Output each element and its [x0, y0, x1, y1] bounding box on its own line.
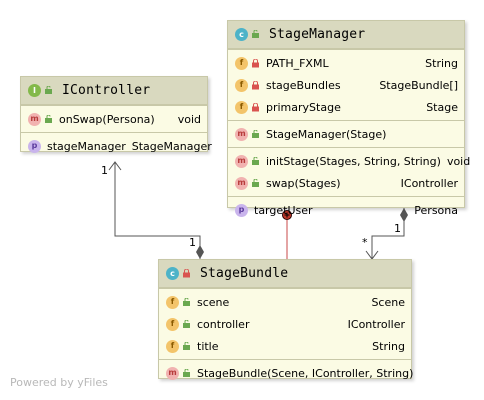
- property-icon: p: [235, 203, 248, 217]
- properties-section: p targetUser Persona: [228, 196, 464, 223]
- member-type: void: [446, 154, 471, 168]
- class-icon: c: [166, 267, 179, 280]
- method-icon: m: [235, 127, 248, 141]
- class-icon: c: [235, 28, 248, 41]
- node-header: c StageBundle: [159, 260, 411, 288]
- field-icon: f: [166, 295, 179, 309]
- member-name: scene: [197, 295, 230, 309]
- constructors-section: m StageManager(Stage): [228, 120, 464, 147]
- private-visibility-icon: [251, 80, 260, 90]
- class-title: StageManager: [269, 27, 366, 42]
- node-stagebundle[interactable]: c StageBundle f scene Scene f controller…: [158, 259, 413, 380]
- field-row[interactable]: f PATH_FXML String: [228, 52, 464, 74]
- watermark: Powered by yFiles: [10, 376, 108, 389]
- field-row[interactable]: f title String: [159, 335, 411, 357]
- public-visibility-icon: [182, 319, 191, 329]
- member-type: Scene: [371, 295, 405, 309]
- public-visibility-icon: [182, 297, 191, 307]
- method-row[interactable]: m swap(Stages) IController: [228, 172, 464, 194]
- field-icon: f: [235, 100, 248, 114]
- member-type: StageBundle[]: [379, 78, 458, 92]
- multiplicity-manager-end: 1: [394, 222, 401, 235]
- field-row[interactable]: f primaryStage Stage: [228, 96, 464, 118]
- constructor-row[interactable]: m StageBundle(Scene, IController, String…: [159, 362, 414, 384]
- member-name: targetUser: [254, 203, 313, 217]
- member-name: controller: [197, 317, 250, 331]
- public-visibility-icon: [251, 30, 260, 39]
- member-type: Persona: [414, 203, 458, 217]
- field-row[interactable]: f stageBundles StageBundle[]: [228, 74, 464, 96]
- method-row[interactable]: m onSwap(Persona) void: [21, 108, 207, 130]
- private-visibility-icon: [251, 102, 260, 112]
- property-row[interactable]: p stageManager StageManager: [21, 135, 212, 157]
- methods-section: m initStage(Stages, String, String) void…: [228, 147, 470, 196]
- member-type: IController: [347, 317, 405, 331]
- public-visibility-icon: [44, 114, 53, 124]
- member-type: String: [372, 339, 405, 353]
- interface-icon: I: [28, 84, 41, 97]
- constructor-row[interactable]: m StageManager(Stage): [228, 123, 464, 145]
- multiplicity-controller-end: 1: [101, 164, 108, 177]
- public-visibility-icon: [251, 129, 260, 139]
- member-type: void: [177, 112, 201, 126]
- method-icon: m: [235, 176, 248, 190]
- edge-bundle-controller: [114, 162, 201, 259]
- properties-section: p stageManager StageManager: [21, 132, 212, 159]
- member-type: Stage: [426, 100, 458, 114]
- field-icon: f: [235, 78, 248, 92]
- method-icon: m: [166, 366, 179, 380]
- node-stagemanager[interactable]: c StageManager f PATH_FXML String f stag…: [227, 20, 470, 217]
- public-visibility-icon: [44, 86, 53, 95]
- field-icon: f: [166, 339, 179, 353]
- property-row[interactable]: p targetUser Persona: [228, 199, 464, 221]
- node-header: I IController: [21, 77, 207, 105]
- class-title: IController: [62, 83, 151, 98]
- methods-section: m onSwap(Persona) void: [21, 105, 207, 132]
- public-visibility-icon: [182, 368, 191, 378]
- member-name: stageManager: [47, 139, 126, 153]
- member-name: initStage(Stages, String, String): [266, 154, 441, 168]
- public-visibility-icon: [251, 156, 260, 166]
- field-row[interactable]: f controller IController: [159, 313, 411, 335]
- member-name: onSwap(Persona): [59, 112, 155, 126]
- member-name: PATH_FXML: [266, 56, 329, 70]
- fields-section: f PATH_FXML String f stageBundles StageB…: [228, 49, 464, 120]
- diamond-bundle: [196, 245, 204, 259]
- member-name: primaryStage: [266, 100, 341, 114]
- arrowhead-controller: [108, 161, 122, 171]
- member-name: StageBundle(Scene, IController, String): [197, 366, 414, 380]
- node-header: c StageManager: [228, 21, 464, 49]
- public-visibility-icon: [251, 178, 260, 188]
- multiplicity-bundle-end: 1: [189, 236, 196, 249]
- class-title: StageBundle: [200, 266, 289, 281]
- member-type: String: [425, 56, 458, 70]
- fields-section: f scene Scene f controller IController f…: [159, 288, 411, 359]
- diamond-manager: [400, 208, 408, 222]
- multiplicity-bundle-many: *: [362, 236, 368, 249]
- method-icon: m: [28, 112, 41, 126]
- field-icon: f: [166, 317, 179, 331]
- member-type: StageManager: [131, 139, 212, 153]
- constructors-section: m StageBundle(Scene, IController, String…: [159, 359, 414, 386]
- private-visibility-icon: [251, 58, 260, 68]
- method-row[interactable]: m initStage(Stages, String, String) void: [228, 150, 470, 172]
- field-row[interactable]: f scene Scene: [159, 291, 411, 313]
- property-icon: p: [28, 139, 41, 153]
- private-visibility-icon: [182, 269, 191, 278]
- method-icon: m: [235, 154, 248, 168]
- member-name: title: [197, 339, 219, 353]
- member-name: StageManager(Stage): [266, 127, 387, 141]
- public-visibility-icon: [182, 341, 191, 351]
- member-name: swap(Stages): [266, 176, 341, 190]
- node-icontroller[interactable]: I IController m onSwap(Persona) void p s…: [20, 76, 212, 153]
- static-final-field-icon: f: [235, 56, 248, 70]
- member-name: stageBundles: [266, 78, 341, 92]
- member-type: IController: [400, 176, 458, 190]
